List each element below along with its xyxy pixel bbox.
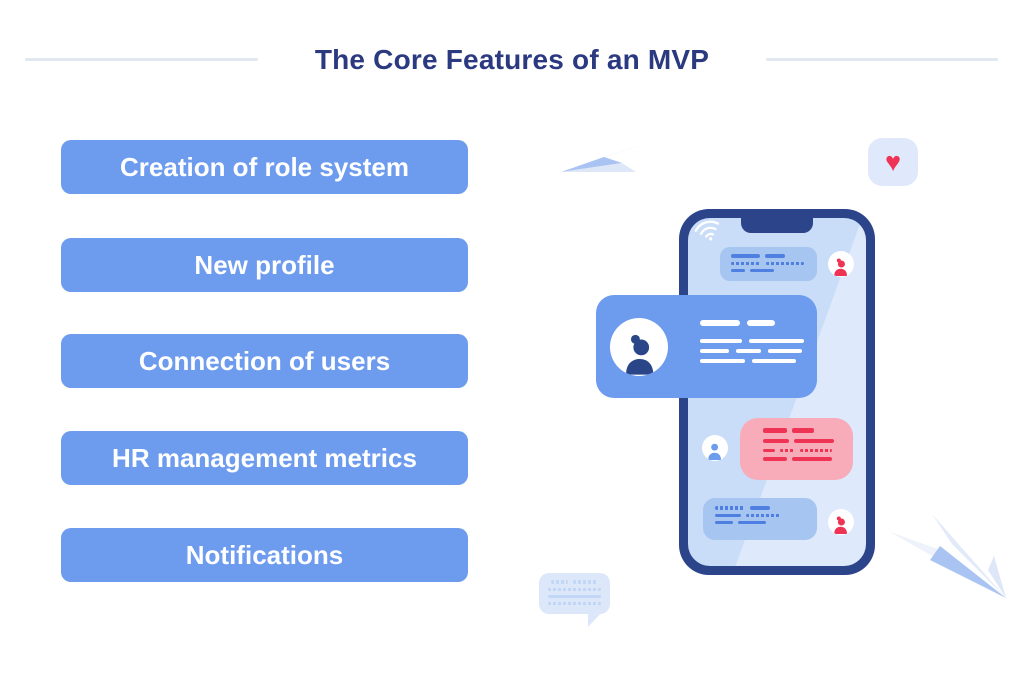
female-user-avatar-icon — [828, 251, 854, 277]
text-line — [551, 580, 568, 584]
text-line-row — [763, 449, 839, 452]
text-line — [731, 269, 745, 272]
paper-plane-icon — [561, 141, 653, 172]
text-line — [738, 521, 766, 524]
text-line — [747, 320, 775, 326]
text-line — [749, 339, 804, 343]
text-line — [794, 439, 834, 443]
text-line — [792, 457, 832, 461]
text-line-row — [731, 262, 806, 265]
text-line — [548, 595, 601, 598]
page-title: The Core Features of an MVP — [314, 44, 710, 75]
text-line — [763, 428, 787, 433]
feature-pill-hr-management-metrics: HR management metrics — [61, 431, 468, 485]
text-line-row — [548, 580, 601, 584]
text-line-row — [700, 349, 804, 353]
heart-icon: ♥ — [868, 138, 918, 186]
text-line-row — [548, 595, 601, 598]
text-line — [763, 457, 787, 461]
text-line — [731, 254, 760, 258]
text-line — [548, 588, 601, 591]
text-line — [700, 359, 745, 363]
chat-bubble-bottom — [703, 498, 817, 540]
text-line-row — [715, 521, 805, 524]
text-line — [763, 449, 775, 452]
text-line-row — [731, 269, 806, 272]
text-line-row — [548, 602, 601, 605]
text-line-row — [700, 359, 804, 363]
text-line-row — [763, 439, 839, 443]
chat-bubble-pink — [740, 418, 853, 480]
speech-bubble-tail — [588, 610, 604, 627]
text-line — [763, 439, 789, 443]
text-line — [750, 506, 770, 510]
text-line-row — [700, 320, 804, 326]
feature-pill-notifications: Notifications — [61, 528, 468, 582]
female-user-avatar-icon — [610, 318, 668, 376]
text-line — [736, 349, 761, 353]
text-line-row — [715, 506, 805, 510]
profile-card-text — [700, 320, 804, 369]
text-line-row — [700, 339, 804, 343]
feature-pill-creation-of-role-system: Creation of role system — [61, 140, 468, 194]
text-line — [765, 254, 785, 258]
text-line — [780, 449, 795, 452]
text-line — [715, 506, 745, 510]
text-line-row — [763, 457, 839, 461]
feature-pill-new-profile: New profile — [61, 238, 468, 292]
text-line — [746, 514, 780, 517]
text-line — [792, 428, 814, 433]
text-line — [768, 349, 802, 353]
text-line — [715, 521, 733, 524]
text-line — [700, 339, 742, 343]
text-line — [700, 349, 729, 353]
female-user-avatar-icon — [828, 509, 854, 535]
speech-bubble — [539, 573, 610, 614]
heart-glyph: ♥ — [884, 146, 902, 177]
text-line — [752, 359, 796, 363]
text-line — [715, 514, 741, 517]
text-line — [750, 269, 774, 272]
wifi-icon — [694, 220, 720, 241]
text-line-row — [548, 588, 601, 591]
text-line-row — [763, 428, 839, 433]
text-line — [731, 262, 761, 265]
title-divider-right — [766, 58, 998, 61]
text-line — [766, 262, 804, 265]
text-line — [700, 320, 740, 326]
chat-bubble-top — [720, 247, 817, 281]
title-divider-left — [25, 58, 258, 61]
text-line-row — [715, 514, 805, 517]
text-line — [548, 602, 601, 605]
text-line — [573, 580, 598, 584]
male-user-avatar-icon — [702, 435, 728, 461]
paper-plane-icon — [890, 514, 1006, 598]
profile-card — [596, 295, 817, 398]
phone-notch — [741, 218, 813, 233]
feature-pill-connection-of-users: Connection of users — [61, 334, 468, 388]
text-line-row — [731, 254, 806, 258]
text-line — [800, 449, 832, 452]
